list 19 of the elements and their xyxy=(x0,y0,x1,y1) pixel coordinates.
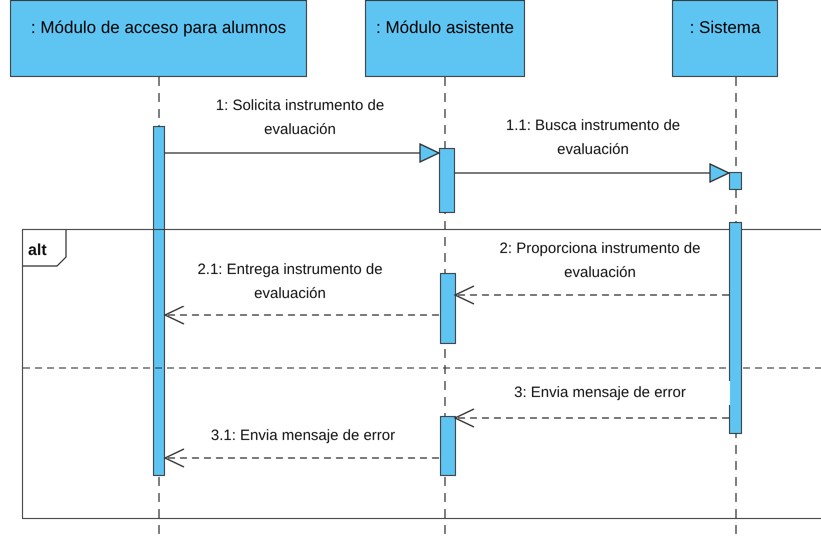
message-arrow xyxy=(455,163,730,183)
lifeline-head xyxy=(10,0,307,77)
activation-bar xyxy=(440,273,456,344)
activation-bar xyxy=(440,416,456,476)
return-message-arrow xyxy=(454,285,729,305)
lifeline-name: : Sistema xyxy=(690,17,760,39)
lifeline-name: : Módulo asistente xyxy=(376,17,514,39)
lifeline-name: : Módulo de acceso para alumnos xyxy=(30,17,286,39)
return-message-arrow xyxy=(454,408,729,428)
message-arrow xyxy=(165,143,440,163)
activation-bar xyxy=(153,126,165,476)
lifeline-head xyxy=(365,0,525,77)
return-message-arrow xyxy=(164,448,439,468)
alt-frame xyxy=(22,229,821,519)
activation-bar xyxy=(439,148,455,213)
return-message-arrow xyxy=(164,305,439,325)
fragment-operator: alt xyxy=(28,241,47,261)
lifeline-head xyxy=(672,0,778,77)
activation-bar xyxy=(729,172,742,190)
